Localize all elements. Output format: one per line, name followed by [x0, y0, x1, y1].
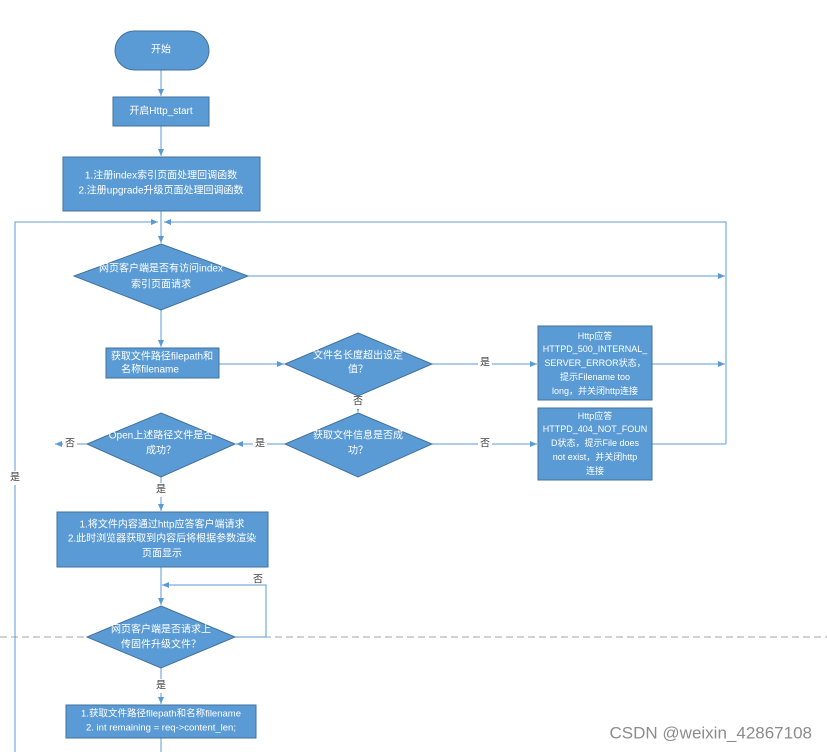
- open-file-line-1: Open上述路径文件是否: [109, 429, 213, 442]
- edge-label-name-length-no: 否: [353, 396, 363, 408]
- edge-label-upload-no-group: 否: [253, 574, 263, 586]
- open-file-line-2: 成功？: [146, 445, 176, 457]
- csdn-watermark: CSDN @weixin_42867108: [610, 724, 812, 743]
- edge-label-upload-yes-group: 是: [154, 679, 168, 693]
- register-handlers-line-2: 2.注册upgrade升级页面处理回调函数: [78, 184, 243, 197]
- error-404-line-2: HTTPD_404_NOT_FOUN: [543, 424, 648, 434]
- file-info-decision: 获取文件信息是否成 功？: [283, 412, 434, 478]
- error-404-line-4: not exist，并关闭http: [553, 451, 638, 462]
- http-start-node: 开启Http_start: [112, 96, 210, 127]
- get-upload-line-2: 2. int remaining = req->content_len;: [86, 723, 236, 734]
- error-500-node: Http应答 HTTPD_500_INTERNAL_ SERVER_ERROR状…: [537, 325, 653, 401]
- error-500-line-5: long，并关闭http连接: [552, 385, 638, 396]
- edge-loop-left-return: [14, 219, 158, 752]
- index-request-line-2: 索引页面请求: [131, 278, 191, 291]
- edge-label-upload-yes: 是: [156, 680, 166, 692]
- register-handlers-node: 1.注册index索引页面处理回调函数 2.注册upgrade升级页面处理回调函…: [62, 156, 261, 212]
- edge-label-open-file-yes: 是: [156, 484, 166, 496]
- edge-label-name-length-yes: 是: [480, 357, 490, 369]
- name-length-decision: 文件名长度超出设定 值？: [283, 332, 434, 397]
- start-node: 开始: [114, 30, 210, 71]
- edge-label-loop-yes: 是: [10, 472, 20, 484]
- open-file-decision: Open上述路径文件是否 成功？: [85, 412, 237, 478]
- error-404-line-1: Http应答: [578, 410, 613, 421]
- start-node-label: 开始: [151, 43, 171, 56]
- edge-upload-request-no-loop: [162, 582, 267, 638]
- edge-label-name-length-no-group: 否: [351, 396, 365, 409]
- get-path-line-2: 名称filename: [121, 363, 179, 376]
- upload-request-line-1: 网页客户端是否请求上: [111, 623, 211, 636]
- error-500-line-1: Http应答: [578, 330, 613, 341]
- edge-label-file-info-yes: 是: [255, 438, 265, 450]
- get-path-node: 获取文件路径filepath和 名称filename: [105, 347, 220, 379]
- file-info-line-2: 功？: [348, 445, 368, 457]
- edge-label-open-file-no: 否: [65, 438, 75, 450]
- index-request-line-1: 网页客户端是否有访问index: [99, 262, 223, 275]
- send-content-node: 1.将文件内容通过http应答客户端请求 2.此时浏览器获取到内容后将根据参数渲…: [56, 511, 269, 568]
- send-content-line-2: 2.此时浏览器获取到内容后将根据参数渲染: [68, 532, 256, 545]
- error-500-line-3: SERVER_ERROR状态，: [544, 357, 645, 368]
- name-length-line-1: 文件名长度超出设定: [313, 349, 403, 362]
- get-upload-node: 1.获取文件路径filepath和名称filename 2. int remai…: [65, 704, 257, 739]
- error-500-line-4: 提示Filename too: [560, 372, 630, 382]
- upload-request-decision: 网页客户端是否请求上 传固件升级文件？: [85, 605, 237, 669]
- http-start-node-label: 开启Http_start: [129, 104, 193, 117]
- get-upload-line-1: 1.获取文件路径filepath和名称filename: [81, 708, 241, 720]
- file-info-line-1: 获取文件信息是否成: [313, 429, 403, 442]
- edge-label-upload-no: 否: [253, 574, 263, 586]
- error-404-line-3: D状态，提示File does: [551, 437, 640, 448]
- error-404-line-5: 连接: [586, 465, 604, 476]
- edge-label-file-info-no-group: 否: [478, 437, 492, 451]
- edge-label-open-file-yes-group: 是: [154, 483, 168, 497]
- upload-request-line-2: 传固件升级文件？: [121, 638, 201, 651]
- register-handlers-line-1: 1.注册index索引页面处理回调函数: [85, 169, 237, 182]
- edge-label-loop-yes-group: 是: [8, 471, 22, 485]
- name-length-line-2: 值？: [348, 363, 368, 376]
- error-404-node: Http应答 HTTPD_404_NOT_FOUN D状态，提示File doe…: [537, 407, 653, 481]
- error-500-line-2: HTTPD_500_INTERNAL_: [543, 344, 649, 354]
- edge-label-file-info-no: 否: [480, 438, 490, 450]
- send-content-line-3: 页面显示: [142, 548, 182, 560]
- send-content-line-1: 1.将文件内容通过http应答客户端请求: [79, 518, 244, 531]
- edge-label-name-length-yes-group: 是: [478, 356, 492, 370]
- edge-label-file-info-yes-group: 是: [253, 437, 267, 451]
- edge-loop-right-return: [164, 219, 727, 444]
- get-path-line-1: 获取文件路径filepath和: [111, 350, 213, 363]
- index-request-decision: 网页客户端是否有访问index 索引页面请求: [72, 243, 250, 311]
- edge-label-open-file-no-group: 否: [63, 437, 77, 451]
